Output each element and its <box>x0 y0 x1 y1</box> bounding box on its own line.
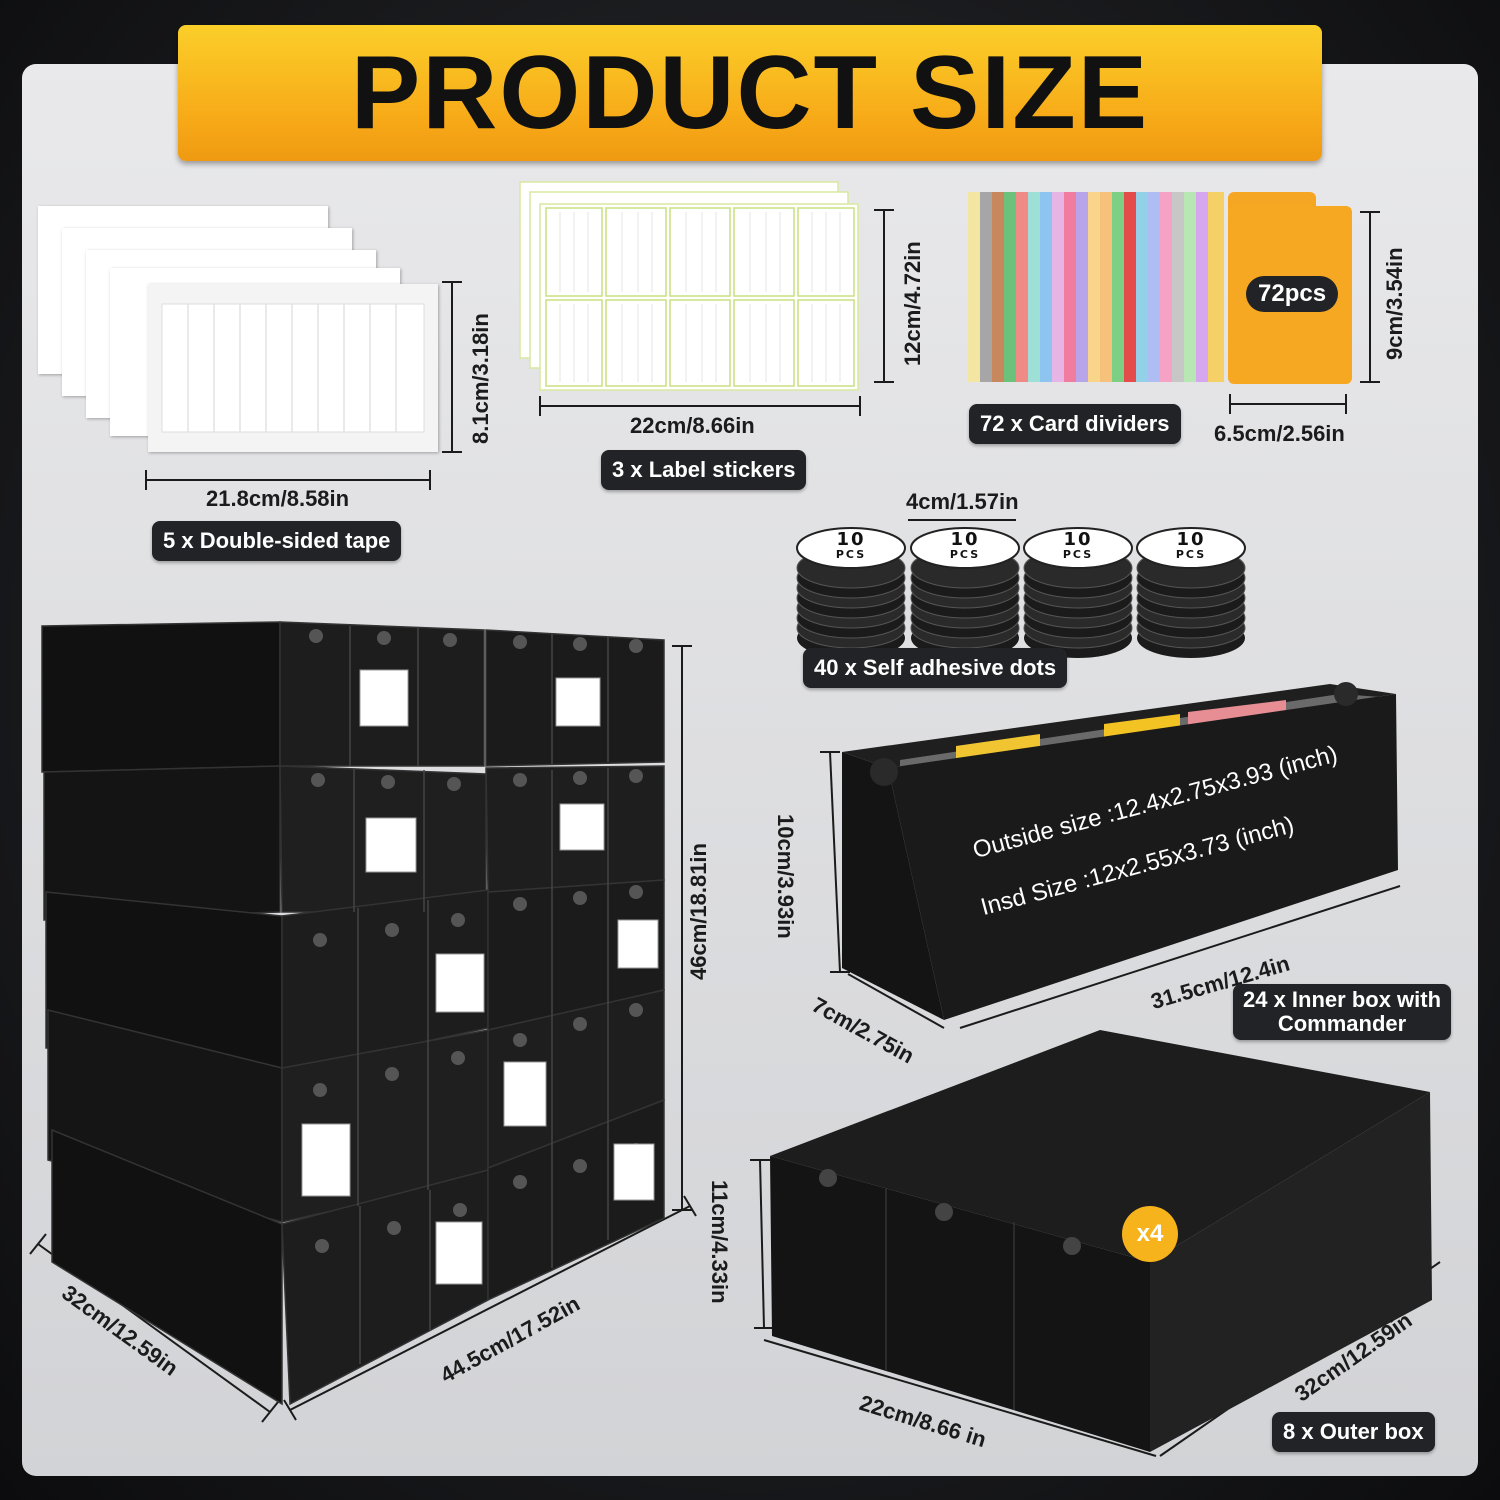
stickers-label: 3 x Label stickers <box>601 450 807 490</box>
inner-box-label: 24 x Inner box with Commander <box>1233 984 1452 1040</box>
page-title: PRODUCT SIZE <box>350 34 1150 151</box>
tape-width-dim: 21.8cm/8.58in <box>206 486 350 511</box>
inner-box-height-dim: 10cm/3.93in <box>773 814 798 939</box>
dots-diameter-dim: 4cm/1.57in <box>906 489 1019 514</box>
inner-box-label-line2: Commander <box>1277 1011 1407 1036</box>
outer-box-multiplier-badge: x4 <box>1122 1206 1178 1262</box>
outer-box-height-dim: 11cm/4.33in <box>707 1180 732 1304</box>
title-banner: PRODUCT SIZE <box>178 25 1322 161</box>
dots-label: 40 x Self adhesive dots <box>803 648 1068 688</box>
dividers-height-dim: 9cm/3.54in <box>1382 247 1407 360</box>
stickers-width-dim: 22cm/8.66in <box>630 413 755 438</box>
tape-height-dim: 8.1cm/3.18in <box>468 313 493 444</box>
inner-box-label-line1: 24 x Inner box with <box>1243 987 1442 1012</box>
stickers-height-dim: 12cm/4.72in <box>900 241 925 366</box>
dividers-width-dim: 6.5cm/2.56in <box>1214 421 1345 446</box>
dividers-count-badge: 72pcs <box>1246 276 1339 312</box>
dividers-label: 72 x Card dividers <box>969 404 1181 444</box>
tape-label: 5 x Double-sided tape <box>152 521 402 561</box>
stack-height-dim: 46cm/18.81in <box>686 843 711 980</box>
outer-box-label: 8 x Outer box <box>1272 1412 1435 1452</box>
